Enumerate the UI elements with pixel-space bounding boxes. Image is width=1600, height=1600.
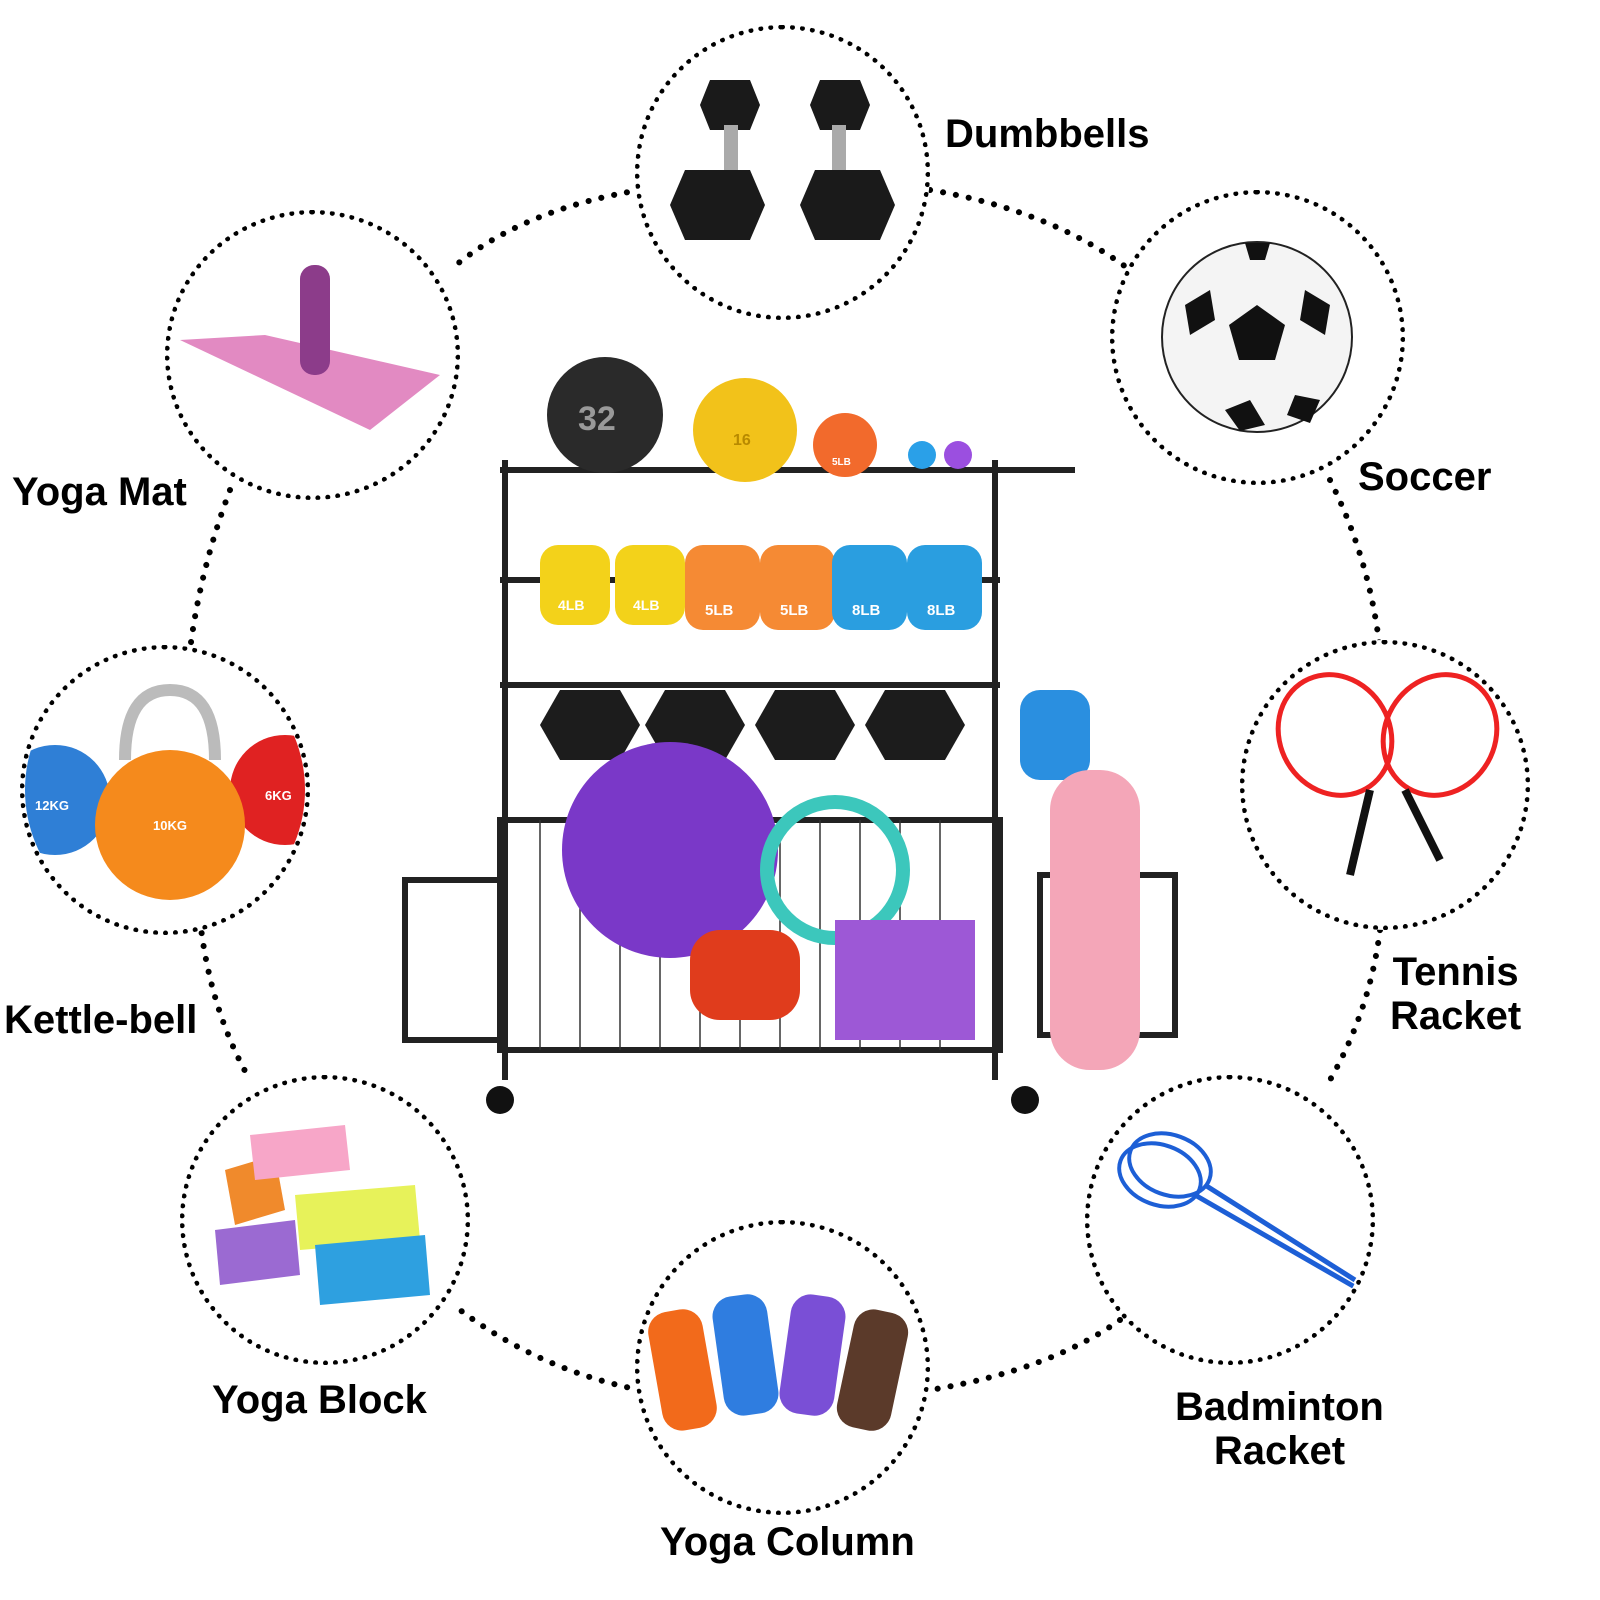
dumbbell-4lb-b: 4LB	[633, 597, 659, 613]
dumbbell-8lb-b: 8LB	[927, 602, 956, 619]
dumbbell-5lb-a: 5LB	[705, 602, 734, 619]
label-dumbbells: Dumbbells	[945, 112, 1150, 156]
yoga-column-circle	[635, 1220, 930, 1515]
kb-10kg: 10KG	[153, 818, 187, 833]
soccer-ball-icon	[1161, 241, 1353, 433]
yoga-block-icon	[215, 1125, 430, 1305]
kettlebell-circle: 12KG 10KG 6KG	[20, 645, 310, 935]
dumbbell-8lb-a: 8LB	[852, 602, 881, 619]
tennis-racket-icon	[1275, 672, 1500, 876]
badminton-circle	[1085, 1075, 1375, 1365]
kb-12kg: 12KG	[35, 798, 69, 813]
label-yoga-block: Yoga Block	[212, 1378, 427, 1422]
dumbbells-icon	[670, 80, 895, 240]
yoga-mat-icon	[180, 265, 440, 430]
label-tennis-line1: Tennis	[1392, 950, 1519, 994]
label-badminton-line2: Racket	[1213, 1429, 1346, 1473]
yoga-mat-circle	[165, 210, 460, 500]
label-yoga-column: Yoga Column	[660, 1520, 915, 1564]
kettlebell-16: 16	[733, 432, 751, 449]
yoga-block-circle	[180, 1075, 470, 1365]
kettlebell-32: 32	[578, 400, 616, 438]
kettlebell-5lb: 5LB	[832, 457, 851, 468]
label-badminton-racket: Badminton Racket	[1175, 1385, 1384, 1473]
label-kettlebell: Kettle-bell	[4, 998, 198, 1042]
dumbbell-4lb-a: 4LB	[558, 597, 584, 613]
dumbbells-circle	[635, 25, 930, 320]
soccer-circle	[1110, 190, 1405, 485]
dumbbell-5lb-b: 5LB	[780, 602, 809, 619]
foam-roller-icon	[648, 1294, 909, 1431]
storage-rack-illustration: 32 16 5LB 4LB 4LB 5LB 5LB 8LB 8LB	[402, 357, 1178, 1114]
label-soccer: Soccer	[1358, 455, 1492, 499]
badminton-racket-icon	[1117, 1131, 1362, 1293]
tennis-circle	[1240, 640, 1530, 930]
label-yoga-mat: Yoga Mat	[12, 470, 187, 514]
kb-6kg: 6KG	[265, 788, 292, 803]
kettlebell-icon: 12KG 10KG 6KG	[25, 683, 305, 900]
label-tennis-line2: Racket	[1390, 994, 1522, 1038]
label-tennis-racket: Tennis Racket	[1390, 950, 1521, 1038]
label-badminton-line1: Badminton	[1175, 1385, 1384, 1429]
